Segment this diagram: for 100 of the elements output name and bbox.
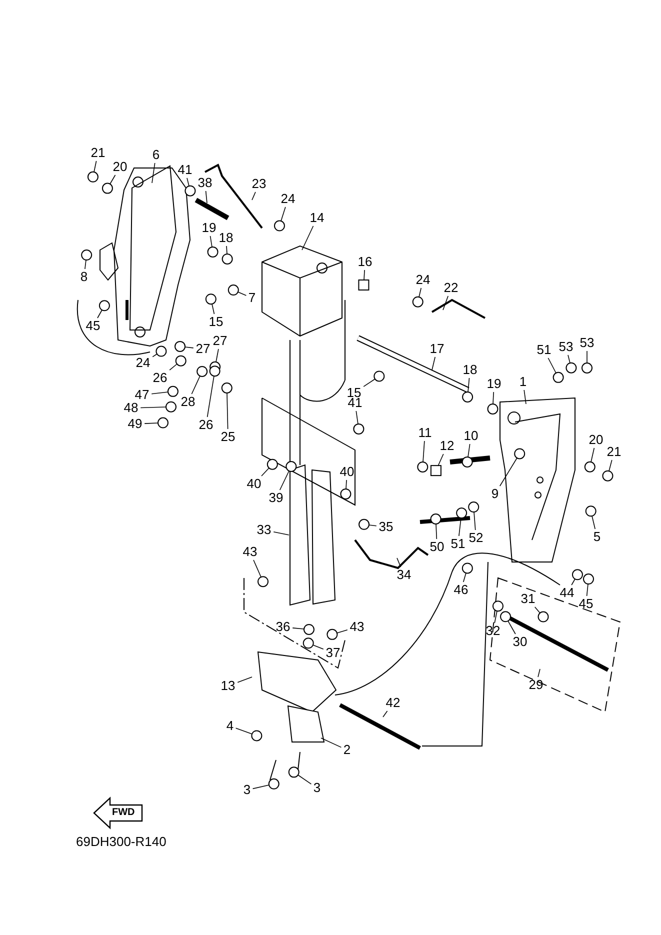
leader-line (346, 480, 347, 490)
small-part-drawing (228, 284, 239, 296)
leader-line (110, 174, 116, 184)
leader-line (524, 390, 526, 404)
leader-line (292, 628, 304, 630)
leader-line (492, 392, 494, 404)
small-part-drawing (251, 730, 262, 742)
leader-line (206, 376, 214, 418)
leader-line (586, 350, 588, 364)
small-part-drawing (156, 346, 167, 357)
callout-number: 10 (461, 428, 481, 444)
small-part-drawing (268, 778, 280, 790)
leader-line (590, 448, 595, 462)
callout-number: 43 (347, 619, 367, 635)
leader-line (253, 560, 262, 578)
leader-line (500, 458, 518, 486)
callout-number: 36 (273, 619, 293, 635)
callout-number: 51 (448, 536, 468, 552)
callout-number: 15 (206, 314, 226, 330)
leader-line (468, 444, 470, 458)
leader-line (144, 422, 158, 424)
small-part-drawing (552, 372, 564, 383)
callout-number: 5 (591, 529, 603, 545)
callout-number: 31 (518, 591, 538, 607)
callout-number: 26 (196, 417, 216, 433)
callout-number: 42 (383, 695, 403, 711)
callout-number: 44 (557, 585, 577, 601)
callout-number: 12 (437, 438, 457, 454)
leader-line (152, 162, 156, 184)
leader-line (169, 364, 178, 370)
small-part-drawing (353, 423, 364, 434)
callout-number: 20 (586, 432, 606, 448)
callout-number: 23 (249, 176, 269, 192)
leader-line (356, 410, 358, 424)
callout-number: 9 (489, 486, 501, 502)
leader-line (94, 160, 97, 172)
leader-line (238, 292, 247, 296)
leader-line (438, 454, 444, 466)
callout-number: 24 (413, 272, 433, 288)
leader-line (432, 356, 436, 370)
leader-line (312, 644, 324, 650)
callout-number: 32 (483, 623, 503, 639)
small-part-drawing (102, 182, 113, 194)
callout-number: 17 (427, 341, 447, 357)
direction-label: FWD (112, 806, 135, 820)
leader-line (261, 468, 270, 476)
callout-number: 14 (307, 210, 327, 226)
leader-line (364, 270, 365, 280)
callout-number: 40 (337, 464, 357, 480)
callout-number: 7 (246, 290, 258, 306)
small-part-drawing (417, 462, 428, 472)
leader-line (216, 348, 219, 362)
leader-line (462, 572, 466, 582)
small-part-drawing (585, 506, 596, 517)
small-part-drawing (538, 611, 549, 622)
leader-line (205, 190, 208, 204)
callout-number: 45 (83, 318, 103, 334)
small-part-drawing (167, 386, 178, 397)
leader-line (212, 304, 215, 314)
callout-number: 3 (241, 782, 253, 798)
callout-number: 3 (311, 780, 323, 796)
small-part-drawing (462, 562, 473, 574)
small-part-drawing (412, 296, 424, 308)
callout-number: 21 (88, 145, 108, 161)
leader-line (548, 358, 556, 374)
leader-line (252, 784, 270, 790)
callout-number: 53 (556, 339, 576, 355)
small-part-drawing (514, 448, 526, 460)
small-part-drawing (566, 362, 577, 374)
small-part-drawing (274, 220, 285, 232)
leader-line (252, 192, 256, 200)
small-part-drawing (81, 250, 92, 261)
leader-line (226, 392, 228, 430)
leader-line (396, 558, 402, 568)
small-part-drawing (326, 628, 338, 640)
small-part-drawing (196, 366, 208, 377)
small-part-drawing (374, 370, 385, 382)
callout-number: 48 (121, 400, 141, 416)
leader-line (442, 296, 448, 310)
leader-line (336, 629, 348, 634)
callout-number: 51 (534, 342, 554, 358)
small-part-drawing (582, 362, 592, 374)
small-part-drawing (462, 456, 473, 468)
leader-line (235, 728, 252, 734)
callout-number: 20 (110, 159, 130, 175)
callout-number: 30 (510, 634, 530, 650)
callout-number: 35 (376, 519, 396, 535)
callout-number: 16 (355, 254, 375, 270)
callout-number: 45 (576, 596, 596, 612)
leader-line (538, 668, 540, 678)
small-part-drawing (174, 340, 186, 352)
callout-number: 11 (415, 425, 435, 441)
leader-line (586, 584, 588, 596)
small-part-drawing (288, 766, 300, 778)
small-part-drawing (340, 488, 352, 500)
callout-number: 1 (517, 374, 529, 390)
leader-line (494, 610, 498, 624)
leader-line (571, 578, 576, 586)
callout-number: 2 (341, 742, 353, 758)
callout-number: 19 (484, 376, 504, 392)
